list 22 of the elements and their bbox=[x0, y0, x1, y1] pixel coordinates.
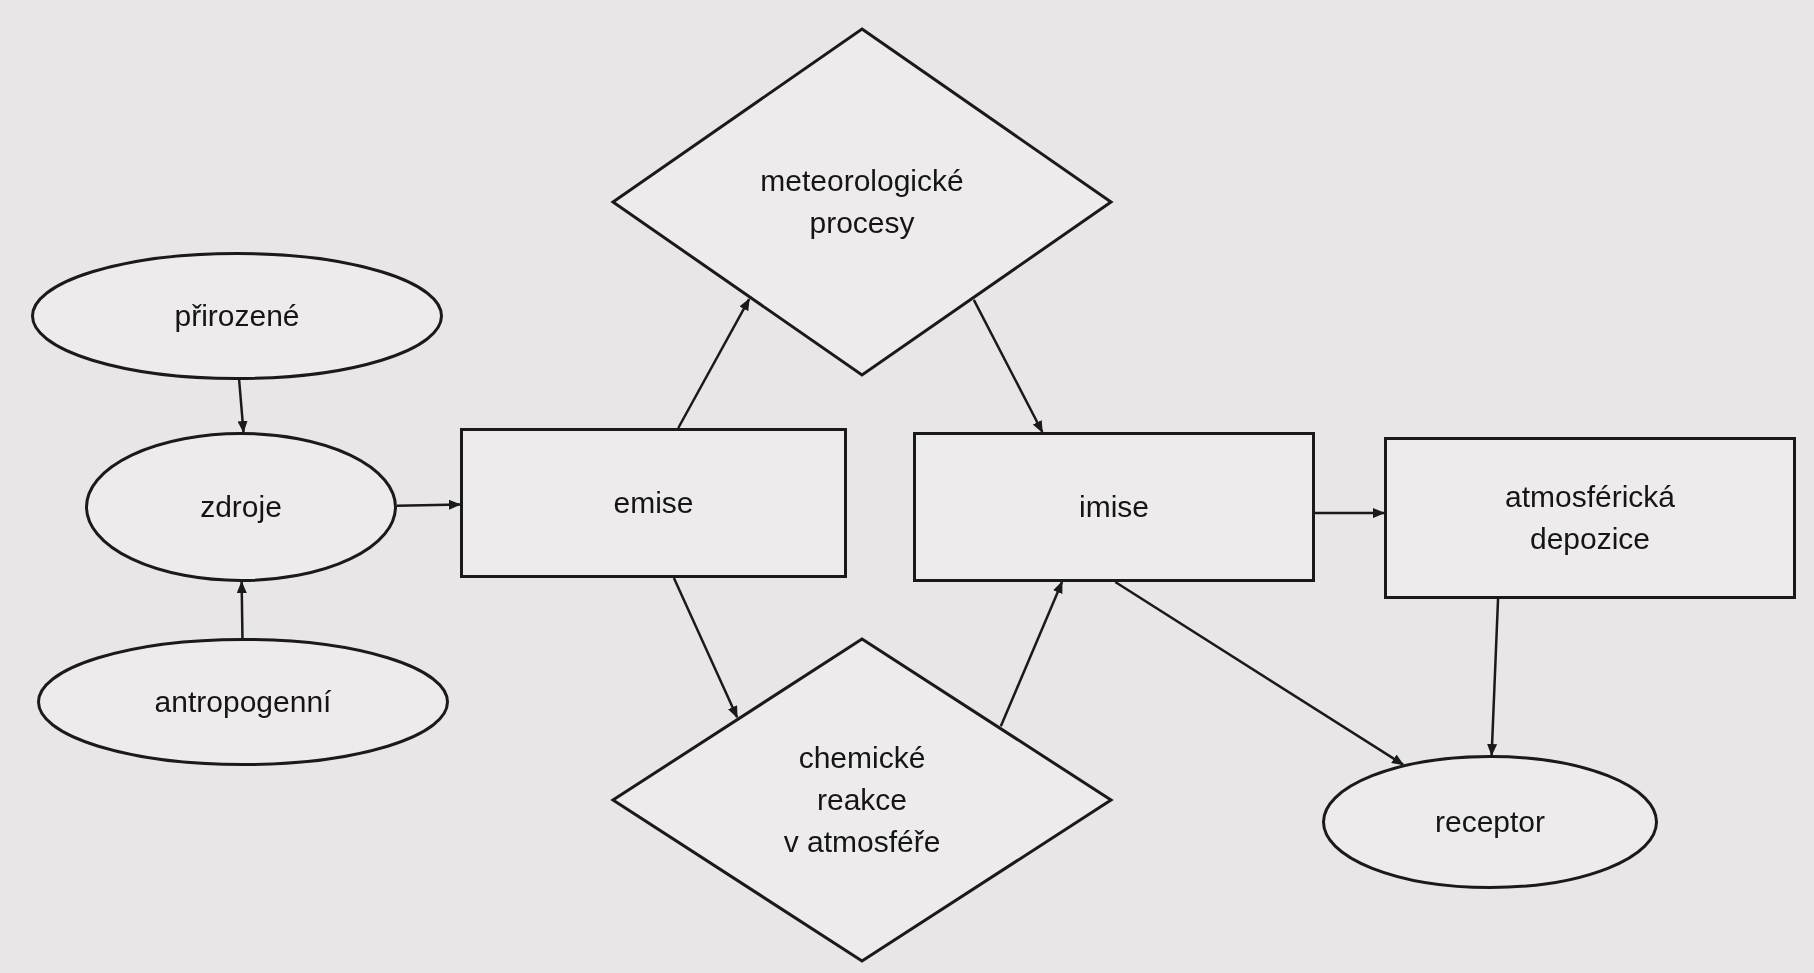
arrow bbox=[1315, 508, 1385, 519]
node-label: chemické reakce v atmosféře bbox=[782, 740, 942, 860]
arrow bbox=[999, 581, 1064, 727]
arrow bbox=[236, 581, 247, 638]
arrow bbox=[1114, 580, 1404, 766]
node-label: přirozené bbox=[174, 298, 300, 334]
arrow bbox=[396, 499, 461, 510]
node-label: receptor bbox=[1434, 804, 1546, 840]
node-label: imise bbox=[1079, 489, 1149, 525]
arrow bbox=[1487, 598, 1500, 756]
arrow bbox=[672, 577, 739, 719]
node-label: zdroje bbox=[200, 489, 282, 525]
node-label: emise bbox=[613, 485, 694, 521]
process-box bbox=[913, 432, 1315, 582]
node-label: atmosférická depozice bbox=[1503, 479, 1677, 557]
process-box bbox=[460, 428, 847, 578]
arrow bbox=[972, 299, 1044, 433]
node-label: antropogenní bbox=[154, 684, 332, 720]
process-box bbox=[1384, 437, 1796, 599]
arrow bbox=[677, 298, 751, 429]
arrow bbox=[237, 379, 248, 433]
node-label: meteorologické procesy bbox=[759, 163, 965, 241]
